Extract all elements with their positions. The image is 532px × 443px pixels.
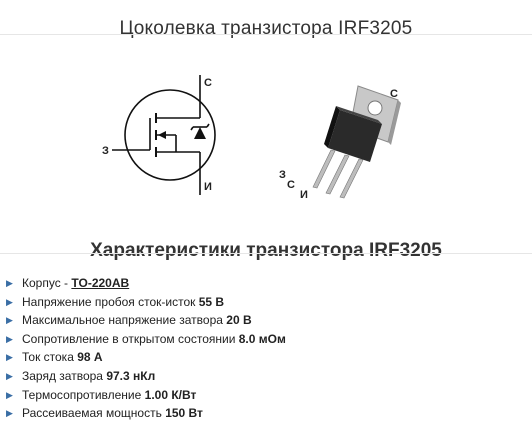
schematic-gate-label: З: [102, 145, 109, 157]
bullet-icon: ▶: [6, 408, 13, 419]
spec-item-gate-voltage: ▶Максимальное напряжение затвора 20 В: [0, 311, 286, 330]
package-drain-lead-label: С: [287, 179, 295, 191]
bullet-icon: ▶: [6, 315, 13, 326]
section-title: Характеристики транзистора IRF3205: [90, 239, 442, 261]
package-link[interactable]: TO-220AB: [71, 276, 130, 290]
bullet-icon: ▶: [6, 296, 13, 307]
divider: [0, 34, 532, 35]
spec-item-on-resistance: ▶Сопротивление в открытом состоянии 8.0 …: [0, 330, 286, 349]
specs-list: ▶Корпус - TO-220AB ▶Напряжение пробоя ст…: [0, 274, 286, 423]
package-gate-label: З: [279, 169, 286, 181]
page-title: Цоколевка транзистора IRF3205: [119, 17, 413, 39]
spec-item-power-dissipation: ▶Рассеиваемая мощность 150 Вт: [0, 404, 286, 423]
bullet-icon: ▶: [6, 389, 13, 400]
package-drain-tab-label: С: [390, 88, 398, 100]
to220-package-drawing: З С И С: [279, 85, 401, 201]
schematic-drain-label: С: [204, 77, 212, 89]
spec-item-breakdown-voltage: ▶Напряжение пробоя сток-исток 55 В: [0, 293, 286, 312]
spec-item-drain-current: ▶Ток стока 98 А: [0, 348, 286, 367]
divider: [0, 253, 532, 254]
bullet-icon: ▶: [6, 370, 13, 381]
spec-item-package: ▶Корпус - TO-220AB: [0, 274, 286, 293]
mosfet-schematic-symbol: З С И: [102, 75, 216, 195]
package-source-label: И: [300, 189, 308, 201]
spec-item-gate-charge: ▶Заряд затвора 97.3 нКл: [0, 367, 286, 386]
bullet-icon: ▶: [6, 352, 13, 363]
bullet-icon: ▶: [6, 278, 13, 288]
bullet-icon: ▶: [6, 333, 13, 344]
schematic-source-label: И: [204, 181, 212, 193]
spec-item-thermal-resistance: ▶Термосопротивление 1.00 К/Вт: [0, 386, 286, 405]
